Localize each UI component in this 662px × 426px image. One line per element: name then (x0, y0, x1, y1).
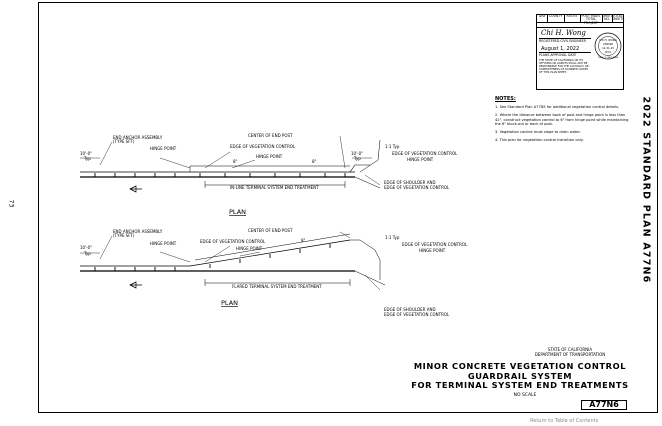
p2-edge-veg: EDGE OF VEGETATION CONTROL (200, 239, 266, 244)
p1-slope: 1:1 Typ (385, 144, 400, 149)
p1-dim-10-left: 10'-0" (80, 151, 92, 156)
p1-type-sft: (TYPE SFT) (113, 139, 135, 144)
header-dist: Dist (537, 14, 548, 22)
header-county: COUNTY (547, 14, 565, 22)
p1-edge-veg-right: EDGE OF VEGETATION CONTROL (392, 151, 458, 156)
approval-label: PLANS APPROVAL DATE (539, 53, 577, 57)
header-sheet-no: SHEET NO. (602, 14, 613, 22)
engineer-seal: CHI H. WONG C58596 12-31-23 CIVIL STATE … (594, 32, 622, 60)
engineer-signature: Chi H. Wong (541, 29, 586, 37)
p1-typ-left: Typ (83, 156, 91, 161)
p1-end-anchor: END ANCHOR ASSEMBLY (113, 135, 163, 140)
p2-type-sft: (TYPE SFT) (113, 233, 135, 238)
p2-shoulder-1: EDGE OF SHOULDER AND (384, 307, 436, 312)
p1-shoulder-2: EDGE OF VEGETATION CONTROL (384, 185, 450, 190)
p1-plan-label: PLAN (229, 208, 246, 216)
disclaimer: THE STATE OF CALIFORNIA OR ITS OFFICERS … (539, 59, 589, 74)
approval-date: August 1, 2022 (541, 46, 580, 52)
return-to-toc-link[interactable]: Return to Table of Contents (530, 418, 599, 424)
header-route: ROUTE (564, 14, 581, 22)
p2-hinge-right: HINGE POINT (419, 248, 446, 253)
p2-slope: 1:1 Typ (385, 235, 400, 240)
p1-terminal: IN-LINE TERMINAL SYSTEM END TREATMENT (230, 185, 319, 190)
p1-hinge-right: HINGE POINT (407, 157, 434, 162)
seal-name: CHI H. WONG (599, 38, 616, 42)
p1-shoulder-1: EDGE OF SHOULDER AND (384, 180, 436, 185)
state-line-2: DEPARTMENT OF TRANSPORTATION (534, 351, 606, 357)
no-scale: NO SCALE (513, 393, 537, 398)
plan-number: A77N6 (581, 400, 627, 410)
note-4: 4. This plan for vegetation control tran… (495, 138, 584, 143)
title-block: Dist COUNTY ROUTE POST MILES TOTAL PROJE… (536, 14, 624, 90)
engineer-line: REGISTERED CIVIL ENGINEER (539, 39, 586, 43)
p2-plan-label: PLAN (221, 299, 238, 307)
p2-typ-left: Typ (83, 251, 91, 256)
p1-dim-10-right: 10'-0" (351, 151, 363, 156)
p2-dim-10-left: 10'-0" (80, 245, 92, 250)
p1-center-end-post: CENTER OF END POST (248, 133, 293, 138)
sheet-title-line-1: MINOR CONCRETE VEGETATION CONTROL (413, 361, 627, 371)
p2-dim-8: 8" (301, 238, 306, 243)
sheet-title: MINOR CONCRETE VEGETATION CONTROL GUARDR… (400, 361, 640, 391)
p1-hinge: HINGE POINT (150, 146, 177, 151)
p2-hinge: HINGE POINT (150, 241, 177, 246)
p1-dim-8-2: 8" (312, 159, 317, 164)
p1-typ-right: Typ (353, 156, 361, 161)
p2-end-anchor: END ANCHOR ASSEMBLY (113, 229, 163, 234)
sheet-title-line-3: FOR TERMINAL SYSTEM END TREATMENTS (411, 380, 629, 391)
notes-section: NOTES: 1. See Standard Plan A77N5 for ad… (495, 96, 630, 147)
drawing-sheet-border (38, 2, 658, 413)
note-2: 2. Where the distance between back of po… (495, 113, 629, 126)
seal-state: STATE OF CALIFORNIA (598, 56, 619, 59)
note-1: 1. See Standard Plan A77N5 for additiona… (495, 105, 620, 109)
p1-edge-veg: EDGE OF VEGETATION CONTROL (230, 144, 296, 149)
sheet-title-line-2: GUARDRAIL SYSTEM (467, 370, 573, 381)
seal-expiry: 12-31-23 (602, 46, 614, 50)
p2-edge-veg-right: EDGE OF VEGETATION CONTROL (402, 242, 468, 247)
p2-shoulder-2: EDGE OF VEGETATION CONTROL (384, 312, 450, 317)
p2-terminal: FLARED TERMINAL SYSTEM END TREATMENT (232, 284, 322, 289)
state-line-1: STATE OF CALIFORNIA (547, 347, 593, 352)
notes-heading: NOTES: (495, 96, 516, 102)
p1-hinge-point: HINGE POINT (256, 154, 283, 159)
seal-civil: CIVIL (605, 50, 612, 54)
header-total-sheets: TOTAL SHEETS (612, 14, 625, 22)
seal-number: C58596 (603, 42, 613, 46)
p2-center-end-post: CENTER OF END POST (248, 228, 293, 233)
p2-hinge-point: HINGE POINT (236, 246, 263, 251)
p1-dim-8-1: 8" (233, 159, 238, 164)
agency-block: STATE OF CALIFORNIA DEPARTMENT OF TRANSP… (530, 347, 610, 357)
note-3: 3. Vegetation control must slope to drai… (495, 130, 581, 135)
